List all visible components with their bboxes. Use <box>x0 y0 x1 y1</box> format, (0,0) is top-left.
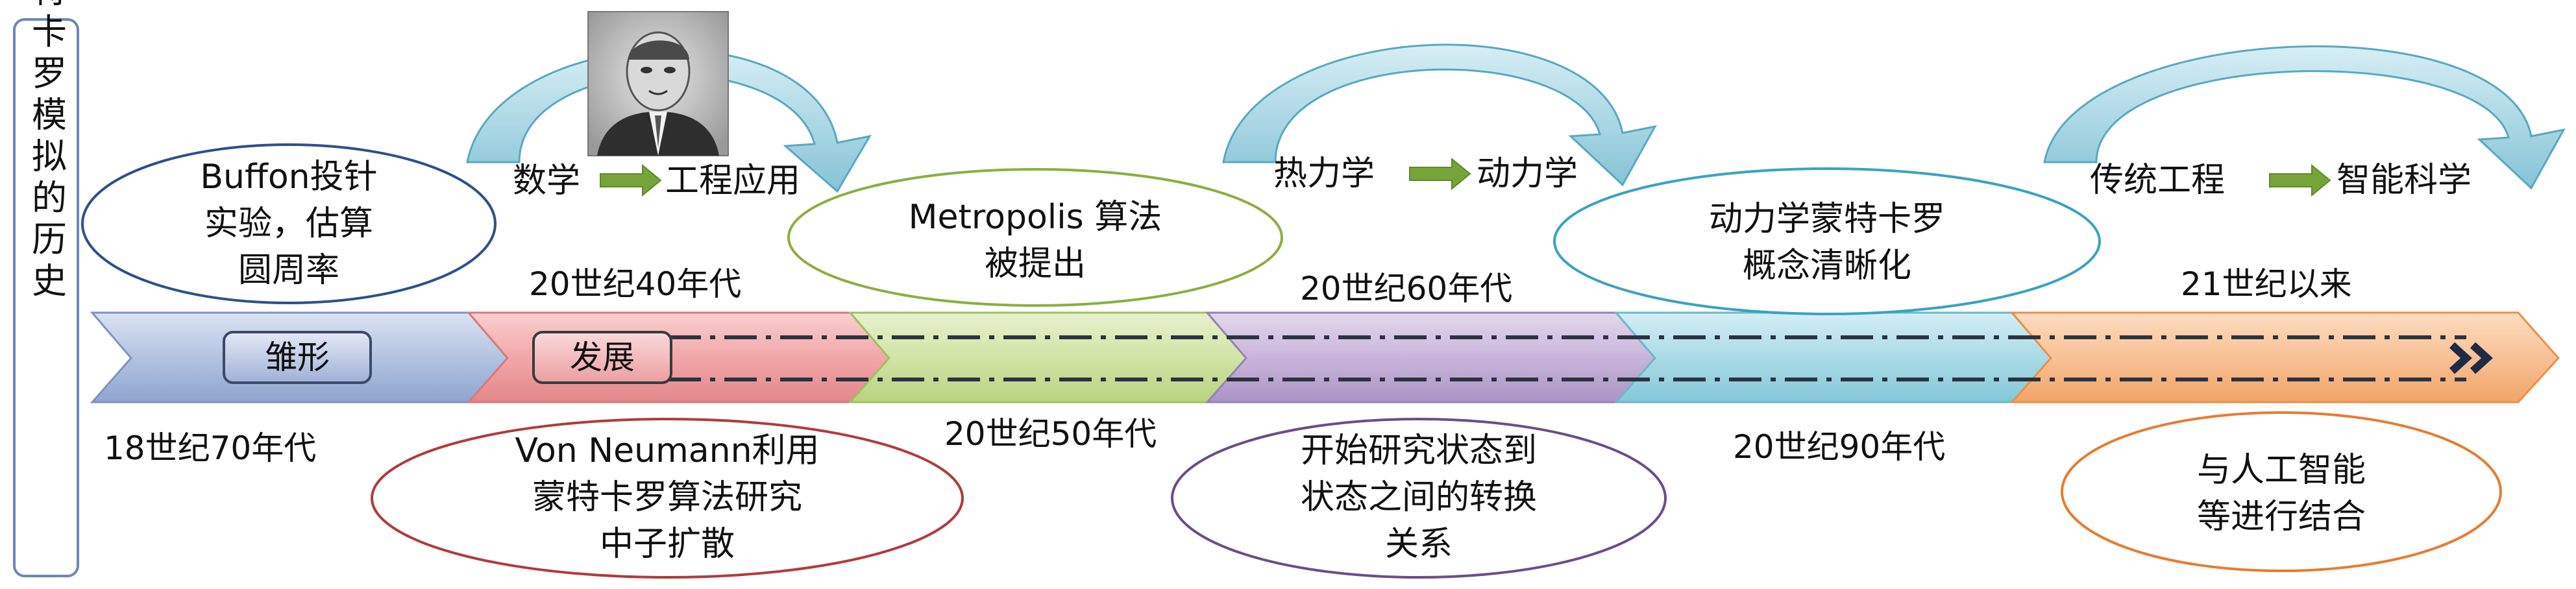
era-labels: 18世纪70年代 20世纪40年代 20世纪50年代 20世纪60年代 20世纪… <box>104 265 2352 467</box>
event-dynamics-line1: 动力学蒙特卡罗 <box>1709 200 1945 239</box>
timeline-dash-lines <box>669 335 2466 381</box>
transition-2-to: 动力学 <box>1477 154 1578 193</box>
event-state-line2: 状态之间的转换 <box>1301 478 1537 517</box>
event-von-neumann-line3: 中子扩散 <box>600 525 735 564</box>
event-metropolis-line1: Metropolis 算法 <box>909 198 1162 237</box>
green-arrow-icon <box>2269 163 2331 197</box>
transition-1-to: 工程应用 <box>665 162 800 200</box>
era-20c-60s: 20世纪60年代 <box>1300 270 1512 307</box>
era-20c-90s: 20世纪90年代 <box>1733 428 1945 466</box>
tag-embryo-label: 雏形 <box>265 339 330 376</box>
timeline-segment-90s <box>1613 311 2052 403</box>
transition-labels: 数学 工程应用 热力学 动力学 传统工程 智能科学 <box>513 154 2472 200</box>
event-dynamics-line2: 概念清晰化 <box>1743 246 1911 285</box>
era-18c-70s: 18世纪70年代 <box>104 429 316 467</box>
event-state-transition: 开始研究状态到 状态之间的转换 关系 <box>1171 418 1667 579</box>
timeline-arrow <box>90 311 2560 403</box>
timeline-end-chevron-icon <box>2449 342 2493 374</box>
event-von-neumann: Von Neumann利用 蒙特卡罗算法研究 中子扩散 <box>371 418 964 579</box>
transition-3-to: 智能科学 <box>2337 161 2472 200</box>
event-state-line3: 关系 <box>1385 525 1453 564</box>
tag-development-label: 发展 <box>570 339 635 376</box>
curve-arrow-2 <box>1222 43 1657 187</box>
event-von-neumann-line2: 蒙特卡罗算法研究 <box>532 478 802 517</box>
event-buffon-line1: Buffon投针 <box>200 158 377 197</box>
event-buffon-line2: 实验，估算 <box>204 204 373 243</box>
event-ai-line1: 与人工智能 <box>2197 451 2366 490</box>
green-arrow-icon <box>1409 157 1471 191</box>
transition-3-from: 传统工程 <box>2090 161 2225 200</box>
timeline-segment-21c <box>2009 311 2560 403</box>
green-arrow-icon <box>600 163 662 197</box>
era-20c-40s: 20世纪40年代 <box>529 265 741 303</box>
event-metropolis-line2: 被提出 <box>985 245 1086 283</box>
event-state-line1: 开始研究状态到 <box>1301 431 1537 470</box>
event-buffon: Buffon投针 实验，估算 圆周率 <box>81 143 497 304</box>
event-buffon-line3: 圆周率 <box>238 251 339 290</box>
timeline-segment-60s <box>1205 311 1656 403</box>
event-metropolis: Metropolis 算法 被提出 <box>787 168 1283 307</box>
transition-2-from: 热力学 <box>1273 154 1375 193</box>
timeline-segment-50s <box>848 311 1247 403</box>
tag-embryo: 雏形 <box>223 331 372 384</box>
era-21c: 21世纪以来 <box>2181 265 2352 303</box>
von-neumann-portrait <box>587 11 729 156</box>
tag-development: 发展 <box>532 331 672 384</box>
curve-arrow-3 <box>2043 45 2566 190</box>
event-ai-line2: 等进行结合 <box>2197 498 2366 536</box>
timeline-segment-development <box>466 311 890 403</box>
transition-1-from: 数学 <box>513 162 580 200</box>
era-20c-50s: 20世纪50年代 <box>944 415 1157 453</box>
side-title-box: 蒙特卡罗模拟的历史 <box>13 0 79 577</box>
event-von-neumann-line1: Von Neumann利用 <box>515 431 819 470</box>
side-title: 蒙特卡罗模拟的历史 <box>26 0 67 304</box>
event-ai-combo: 与人工智能 等进行结合 <box>2061 411 2502 572</box>
green-arrows <box>600 157 2331 197</box>
event-dynamics-clear: 动力学蒙特卡罗 概念清晰化 <box>1553 167 2101 315</box>
